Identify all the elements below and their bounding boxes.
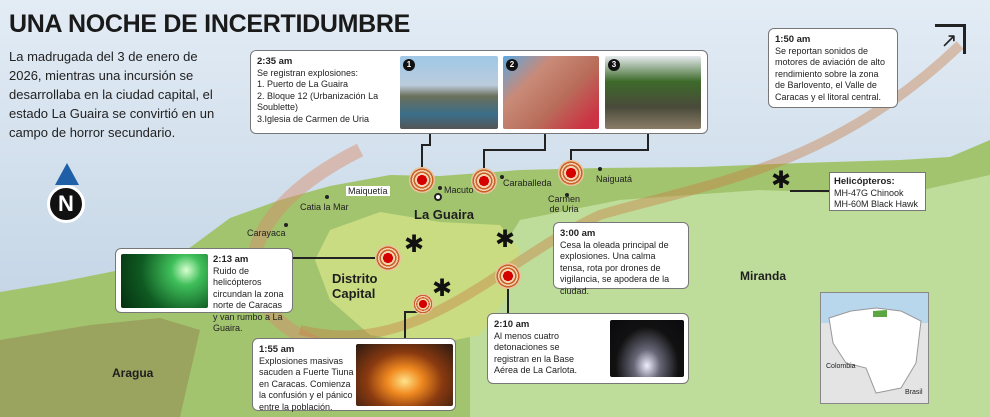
helicopter-icon: ✱ (770, 167, 792, 194)
flight-path-east (298, 41, 964, 341)
compass-letter: N (47, 185, 85, 223)
event-text: Ruido de helicópteros circundan la zona … (213, 265, 284, 334)
photo-number: 1 (403, 59, 415, 71)
photo-bloque-12: 2 (503, 56, 599, 129)
compass-arrow-icon (55, 163, 79, 185)
event-item: 1. Puerto de La Guaira (257, 79, 349, 89)
event-text: Cesa la oleada principal de explosiones.… (560, 239, 670, 296)
event-box-150: 1:50 am Se reportan sonidos de motores d… (768, 28, 898, 108)
event-item: 2. Bloque 12 (Urbanización La Soublette) (257, 90, 379, 113)
explosion-marker[interactable] (494, 262, 522, 290)
event-text: Al menos cuatro detonaciones se registra… (494, 330, 578, 376)
explosion-marker[interactable] (470, 167, 498, 195)
label-carmen-de-uria: Carmen de Uria (548, 194, 581, 214)
expand-arrow-icon[interactable]: ↗ (935, 24, 966, 54)
la-guaira-capital-marker (434, 193, 442, 201)
helicopters-title: Helicópteros: (834, 176, 895, 187)
label-catia-la-mar: Catia la Mar (300, 202, 349, 212)
event-text: Explosiones masivas sacuden a Fuerte Tiu… (259, 355, 354, 412)
helicopter-model: MH-47G Chinook (834, 187, 904, 198)
event-box-210: 2:10 am Al menos cuatro detonaciones se … (487, 313, 689, 384)
event-time: 2:35 am (257, 56, 293, 67)
label-caraballeda: Caraballeda (503, 178, 552, 188)
label-naiguata: Naiguatá (596, 174, 633, 184)
intro-text: La madrugada del 3 de enero de 2026, mie… (9, 49, 215, 140)
region-distrito-capital (315, 212, 520, 345)
helicopter-icon: ✱ (403, 231, 425, 258)
event-time: 2:10 am (494, 319, 530, 330)
page-title: UNA NOCHE DE INCERTIDUMBRE (9, 10, 411, 38)
explosion-marker[interactable] (557, 159, 585, 187)
label-la-guaira: La Guaira (414, 207, 474, 222)
compass: N (45, 163, 89, 225)
inset-label-colombia: Colombia (826, 363, 856, 370)
event-time: 1:55 am (259, 344, 295, 355)
inset-label-brasil: Brasil (905, 389, 923, 396)
helicopter-icon: ✱ (431, 275, 453, 302)
photo-number: 3 (608, 59, 620, 71)
photo-fuerte-tiuna (356, 344, 453, 406)
event-time: 1:50 am (775, 34, 811, 45)
label-maiquetia: Maiquetía (346, 186, 390, 196)
photo-number: 2 (506, 59, 518, 71)
event-time: 3:00 am (560, 228, 596, 239)
event-box-235: 2:35 am Se registran explosiones: 1. Pue… (250, 50, 708, 134)
explosion-marker[interactable] (374, 244, 402, 272)
event-box-213: 2:13 am Ruido de helicópteros circundan … (115, 248, 293, 333)
label-aragua: Aragua (112, 366, 154, 380)
helicopter-icon: ✱ (494, 226, 516, 253)
explosion-marker[interactable] (411, 292, 435, 316)
photo-iglesia: 3 (605, 56, 701, 129)
photo-la-carlota (610, 320, 684, 377)
label-macuto: Macuto (444, 185, 474, 195)
region-aragua (0, 318, 200, 417)
event-item: 3.Iglesia de Carmen de Uria (257, 113, 370, 124)
inset-map-shape (821, 293, 928, 394)
photo-puerto: 1 (400, 56, 498, 129)
inset-map-venezuela: Colombia Brasil (820, 292, 929, 404)
explosion-marker[interactable] (408, 166, 436, 194)
helicopters-box: Helicópteros: MH-47G Chinook MH-60M Blac… (829, 172, 926, 211)
helicopter-model: MH-60M Black Hawk (834, 199, 919, 209)
event-time: 2:13 am (213, 254, 249, 265)
label-carayaca: Carayaca (247, 228, 286, 238)
event-text: Se reportan sonidos de motores de aviaci… (775, 45, 886, 102)
event-box-300: 3:00 am Cesa la oleada principal de expl… (553, 222, 689, 296)
photo-helicopter-night (121, 254, 208, 308)
event-box-155: 1:55 am Explosiones masivas sacuden a Fu… (252, 338, 456, 412)
label-miranda: Miranda (740, 269, 787, 283)
event-text: Se registran explosiones: (257, 67, 359, 78)
label-distrito-capital: Distrito Capital (332, 271, 378, 301)
